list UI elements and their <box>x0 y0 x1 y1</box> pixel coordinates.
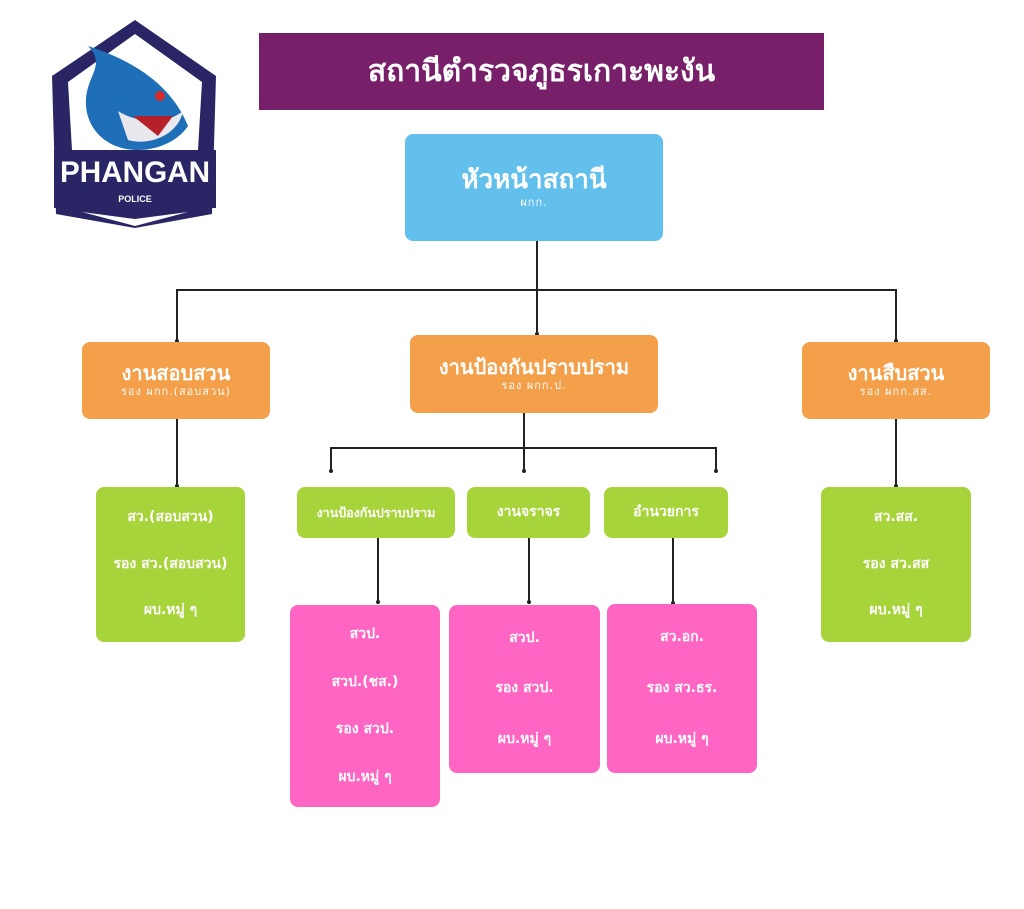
detective-staff-box: สว.สส. รอง สว.สส ผบ.หมู่ ๆ <box>821 487 971 642</box>
staff-item: สวป. <box>349 626 381 642</box>
connector <box>377 538 379 604</box>
division-title: งานสอบสวน <box>121 361 231 386</box>
staff-item: ผบ.หมู่ ๆ <box>655 730 709 747</box>
connector <box>895 289 897 342</box>
division-title: งานสืบสวน <box>847 361 945 386</box>
unit-traffic: งานจราจร <box>467 487 590 538</box>
staff-item: สวป. <box>509 629 540 646</box>
connector-dot <box>175 339 179 343</box>
connector-dot <box>175 484 179 488</box>
connector-dot <box>527 600 531 604</box>
division-investigation: งานสอบสวน รอง ผกก.(สอบสวน) <box>82 342 270 419</box>
staff-item: ผบ.หมู่ ๆ <box>143 602 198 619</box>
phangan-police-logo: PHANGAN POLICE <box>48 16 222 230</box>
staff-item: รอง สวป. <box>495 680 554 697</box>
division-subtitle: รอง ผกก.สส. <box>859 385 933 399</box>
division-crime-prevention: งานป้องกันปราบปราม รอง ผกก.ป. <box>410 335 658 413</box>
staff-item: สว.สส. <box>873 509 919 526</box>
staff-item: สว.(สอบสวน) <box>127 509 214 526</box>
connector <box>895 419 897 487</box>
head-subtitle: ผกก. <box>520 195 548 209</box>
staff-item: รอง สว.ธร. <box>646 679 718 696</box>
staff-item: รอง สวป. <box>335 721 395 737</box>
division-subtitle: รอง ผกก.(สอบสวน) <box>121 385 231 399</box>
connector-dot <box>329 469 333 473</box>
connector <box>536 241 538 335</box>
unit-title: งานป้องกันปราบปราม <box>316 504 436 520</box>
connector <box>330 447 332 472</box>
head-title: หัวหน้าสถานี <box>461 164 607 195</box>
connector-dot <box>535 332 539 336</box>
connector-dot <box>894 339 898 343</box>
connector <box>528 538 530 604</box>
connector <box>176 419 178 487</box>
connector-dot <box>714 469 718 473</box>
investigation-staff-box: สว.(สอบสวน) รอง สว.(สอบสวน) ผบ.หมู่ ๆ <box>96 487 245 642</box>
unit-title: งานจราจร <box>496 503 561 520</box>
connector-dot <box>376 600 380 604</box>
unit-title: อำนวยการ <box>633 503 699 520</box>
staff-item: ผบ.หมู่ ๆ <box>497 730 552 747</box>
division-detective: งานสืบสวน รอง ผกก.สส. <box>802 342 990 419</box>
unit-crime-prevention: งานป้องกันปราบปราม <box>297 487 455 538</box>
administration-staff-box: สว.อก. รอง สว.ธร. ผบ.หมู่ ๆ <box>607 604 757 773</box>
staff-item: รอง สว.(สอบสวน) <box>113 555 228 572</box>
page-title: สถานีตำรวจภูธรเกาะพะงัน <box>259 33 824 110</box>
connector-dot <box>894 484 898 488</box>
head-box: หัวหน้าสถานี ผกก. <box>405 134 663 241</box>
division-title: งานป้องกันปราบปราม <box>438 354 630 379</box>
staff-item: สวป.(ชส.) <box>331 673 399 690</box>
unit-administration: อำนวยการ <box>604 487 728 538</box>
staff-item: รอง สว.สส <box>862 555 930 572</box>
connector <box>176 289 178 342</box>
connector-dot <box>522 469 526 473</box>
staff-item: ผบ.หมู่ ๆ <box>338 768 392 785</box>
division-subtitle: รอง ผกก.ป. <box>501 378 567 392</box>
connector <box>715 447 717 472</box>
traffic-staff-box: สวป. รอง สวป. ผบ.หมู่ ๆ <box>449 605 600 773</box>
logo-text: PHANGAN <box>60 156 210 189</box>
staff-item: ผบ.หมู่ ๆ <box>869 602 923 619</box>
staff-item: สว.อก. <box>660 628 704 645</box>
crime-prevention-staff-box: สวป. สวป.(ชส.) รอง สวป. ผบ.หมู่ ๆ <box>290 605 440 807</box>
connector-dot <box>671 601 675 605</box>
logo-subtext: POLICE <box>118 194 152 204</box>
connector <box>523 413 525 472</box>
connector <box>176 289 896 291</box>
connector <box>330 447 716 449</box>
connector <box>672 538 674 604</box>
